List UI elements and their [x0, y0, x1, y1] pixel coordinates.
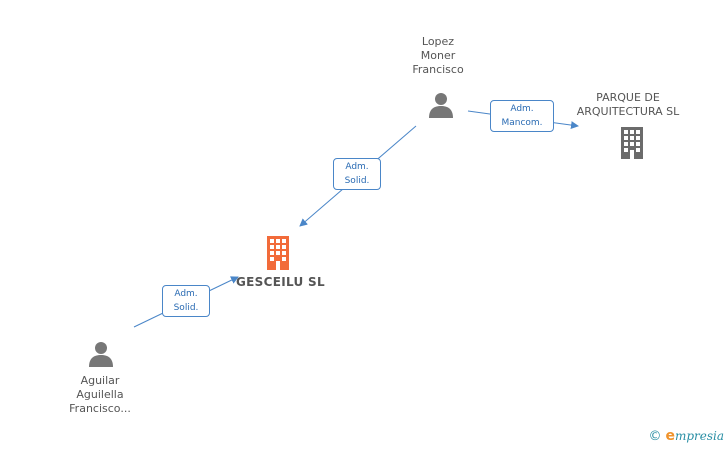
- company-label-parque[interactable]: PARQUE DE ARQUITECTURA SL: [576, 91, 680, 118]
- building-icon[interactable]: [263, 235, 293, 271]
- person-label-lopez[interactable]: Lopez Moner Francisco: [412, 35, 464, 76]
- edge-label-adm-solid-lopez: Adm. Solid.: [333, 158, 381, 190]
- copyright-symbol: ©: [648, 428, 662, 444]
- edge-label-adm-solid-aguilar: Adm. Solid.: [162, 285, 210, 317]
- edge-label-adm-mancom: Adm. Mancom.: [490, 100, 554, 132]
- empresia-wordmark: mpresia: [674, 429, 724, 443]
- company-label-gesceilu[interactable]: GESCEILU SL: [236, 275, 325, 289]
- empresia-logo-icon: e: [665, 428, 675, 444]
- building-icon[interactable]: [617, 126, 647, 160]
- person-icon[interactable]: [87, 340, 115, 368]
- person-label-aguilar[interactable]: Aguilar Aguilella Francisco...: [69, 374, 131, 415]
- person-icon[interactable]: [427, 91, 455, 119]
